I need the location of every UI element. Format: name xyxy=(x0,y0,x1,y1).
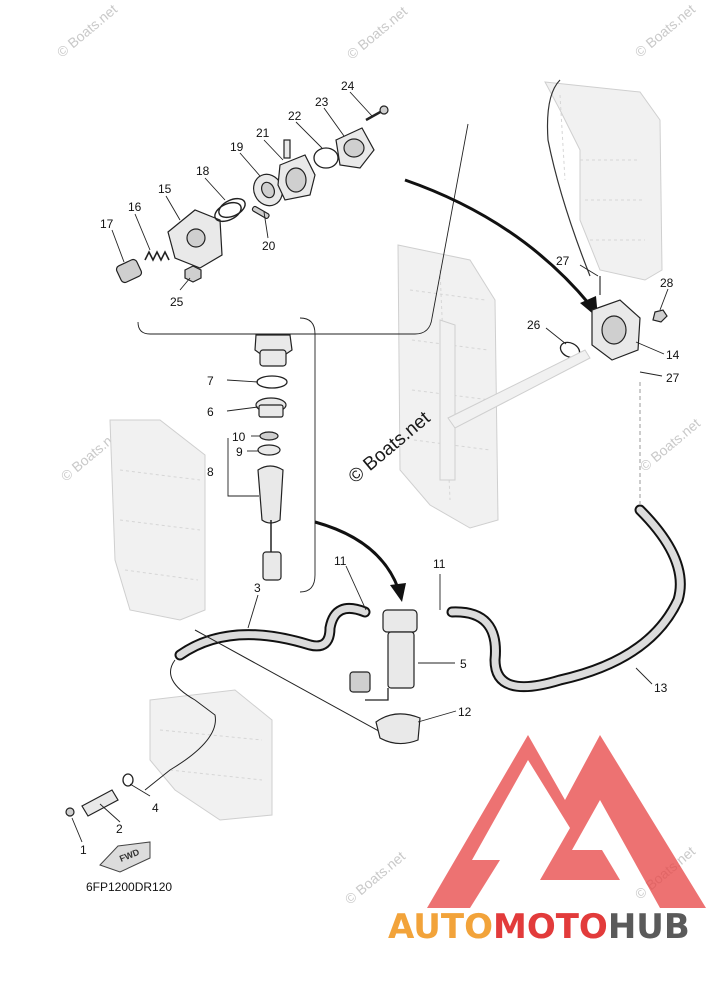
callout-23: 23 xyxy=(315,95,329,109)
brand-logo-mark xyxy=(427,735,706,908)
diagram-code: 6FP1200DR120 xyxy=(86,880,172,894)
callout-24: 24 xyxy=(341,79,355,93)
main-fuel-filter xyxy=(349,609,421,745)
callout-27b: 27 xyxy=(666,371,680,385)
brand-hub: HUB xyxy=(608,907,690,947)
part-25-nut xyxy=(184,265,202,283)
detail-frame-2 xyxy=(299,317,316,593)
brand-auto: AUTO xyxy=(388,907,493,947)
part-16-spring xyxy=(144,250,170,262)
callout-17: 17 xyxy=(100,217,114,231)
part-9-float xyxy=(257,444,281,456)
part-12-clamp xyxy=(375,713,421,745)
leader-lines xyxy=(71,91,669,843)
callout-26: 26 xyxy=(527,318,541,332)
callout-3: 3 xyxy=(254,581,261,595)
callout-28: 28 xyxy=(660,276,674,290)
filter-exploded xyxy=(227,334,293,581)
callout-20: 20 xyxy=(262,239,276,253)
fuel-pump-assembly xyxy=(447,299,668,429)
part-10-ring xyxy=(259,431,279,441)
part-20-pin xyxy=(251,205,270,219)
callout-22: 22 xyxy=(288,109,302,123)
callout-2: 2 xyxy=(116,822,123,836)
callout-15: 15 xyxy=(158,182,172,196)
part-1-screw xyxy=(65,807,75,817)
part-2-fitting xyxy=(81,789,119,817)
callout-19: 19 xyxy=(230,140,244,154)
callout-27a: 27 xyxy=(556,254,570,268)
brand-wordmark: AUTOMOTOHUB xyxy=(388,907,690,947)
pump-exploded-parts xyxy=(115,105,389,284)
callout-8: 8 xyxy=(207,465,214,479)
fwd-arrow: FWD xyxy=(99,841,151,873)
part-17-sleeve xyxy=(115,258,143,284)
callout-6: 6 xyxy=(207,405,214,419)
part-7-oring xyxy=(256,375,288,389)
callout-18: 18 xyxy=(196,164,210,178)
watermark-3: © Boats.net xyxy=(632,1,699,60)
callout-13: 13 xyxy=(654,681,668,695)
brand-logo: AUTOMOTOHUB xyxy=(388,735,706,947)
hose-13 xyxy=(446,504,686,693)
watermark-6: © Boats.net xyxy=(342,848,409,907)
callout-numbers: 1 2 3 4 5 6 7 8 9 10 11 11 12 13 14 15 1… xyxy=(80,79,680,857)
watermark-2: © Boats.net xyxy=(344,3,411,62)
line-pump-up xyxy=(546,79,601,295)
hoses xyxy=(144,79,686,791)
watermark-5: © Boats.net xyxy=(637,415,704,474)
callout-16: 16 xyxy=(128,200,142,214)
arrow-to-filter xyxy=(314,520,400,589)
callout-5: 5 xyxy=(460,657,467,671)
callout-4: 4 xyxy=(152,801,159,815)
callout-7: 7 xyxy=(207,374,214,388)
part-22-diaphragm xyxy=(313,147,339,169)
engine-block-ghosts xyxy=(109,81,663,821)
callout-11a: 11 xyxy=(334,554,347,568)
watermark-1: © Boats.net xyxy=(54,1,121,60)
callout-10: 10 xyxy=(232,430,246,444)
callout-12: 12 xyxy=(458,705,472,719)
arrow-to-filter-head xyxy=(390,583,406,602)
part-8-element xyxy=(257,465,284,524)
part-4-washer xyxy=(122,773,134,787)
part-18-spring xyxy=(214,201,242,223)
bottom-fittings: FWD xyxy=(65,773,151,873)
callout-21: 21 xyxy=(256,126,270,140)
callout-1: 1 xyxy=(80,843,87,857)
callout-14: 14 xyxy=(666,348,680,362)
brand-moto: MOTO xyxy=(493,907,608,947)
detail-frame xyxy=(137,123,469,335)
callout-25: 25 xyxy=(170,295,184,309)
callout-9: 9 xyxy=(236,445,243,459)
arrow-to-pump xyxy=(404,178,592,306)
callout-11b: 11 xyxy=(433,557,446,571)
